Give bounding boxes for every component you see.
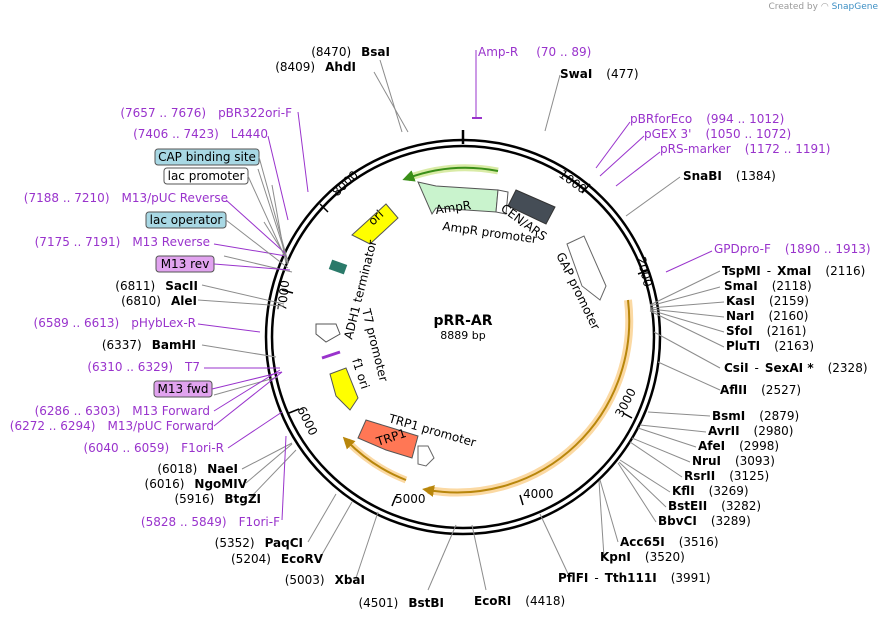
primer-pbr322ori-f: (7657 .. 7676)pBR322ori-F: [120, 106, 292, 120]
site-btgzi: (5916)BtgZI: [174, 492, 261, 506]
primer-m13-forward: (6286 .. 6303)M13 Forward: [35, 404, 210, 418]
orf-arc-trp1-line: [342, 436, 407, 481]
plasmid-name: pRR-AR: [433, 313, 492, 329]
site-kpni: KpnI(3520): [600, 550, 685, 564]
site-paqci: (5352)PaqCI: [215, 536, 303, 550]
site-sacii: (6811)SacII: [115, 279, 198, 293]
site-bstbi: (4501)BstBI: [358, 596, 444, 610]
primer-phyblex-r: (6589 .. 6613)pHybLex-R: [34, 316, 196, 330]
credit-prefix: Created by: [768, 2, 818, 12]
primer-pgex3: pGEX 3'(1050 .. 1072): [644, 127, 791, 141]
svg-text:lac promoter: lac promoter: [168, 169, 245, 183]
site-kfli: KflI(3269): [672, 484, 749, 498]
site-bsai: (8470)BsaI: [311, 45, 390, 59]
boxed-label-lac-operator: lac operator: [145, 211, 227, 229]
site-nari: NarI(2160): [726, 309, 808, 323]
boxed-label-lines: [211, 156, 291, 390]
boxed-label-lac-promoter: lac promoter: [163, 167, 249, 185]
feature-ori: [351, 203, 399, 245]
site-bamhi: (6337)BamHI: [102, 338, 196, 352]
tick-label-2000: 2000: [634, 255, 655, 288]
feature-f1-ori: [329, 367, 359, 411]
site-smai: SmaI(2118): [724, 279, 812, 293]
credit-brand: SnapGene: [831, 2, 878, 12]
site-aflii: AflII(2527): [720, 383, 801, 397]
boxed-label-m13-rev: M13 rev: [155, 255, 215, 273]
feature-ampr-promoter: [495, 189, 509, 215]
feature-gap-promoter: [566, 235, 607, 301]
backbone-inner: [270, 144, 656, 530]
orf-arc-ampr-line: [402, 166, 499, 182]
site-bsteii: BstEII(3282): [668, 499, 761, 513]
primer-labels-right: Amp-R(70 .. 89) pBRforEco(994 .. 1012) p…: [478, 45, 871, 256]
site-bsmi: BsmI(2879): [712, 409, 799, 423]
leader-lines: [197, 59, 725, 591]
feature-t7-mark: [321, 350, 341, 360]
site-pflfi-tth111i: PflFI-Tth111I(3991): [558, 571, 711, 585]
site-labels-left: (8470)BsaI (8409)AhdI (4501)BstBI (5003)…: [102, 45, 444, 610]
site-afei: AfeI(2998): [698, 439, 779, 453]
site-ahdi: (8409)AhdI: [275, 60, 356, 74]
svg-text:CAP binding site: CAP binding site: [158, 150, 256, 164]
tick-label-4000: 4000: [523, 487, 554, 501]
site-nrui: NruI(3093): [692, 454, 775, 468]
snapgene-logo-icon: ◠: [820, 2, 829, 12]
plasmid-length: 8889 bp: [440, 329, 485, 342]
feature-label-ampr: AmpR: [434, 198, 471, 217]
site-naei: (6018)NaeI: [157, 462, 238, 476]
svg-text:M13 fwd: M13 fwd: [158, 382, 209, 396]
primer-m13-puc-reverse: (7188 .. 7210)M13/pUC Reverse: [24, 191, 228, 205]
primer-gpdpro-f: GPDpro-F(1890 .. 1913): [714, 242, 871, 256]
primer-lines: [197, 50, 713, 521]
site-avrii: AvrII(2980): [708, 424, 793, 438]
site-rsrii: RsrII(3125): [684, 469, 769, 483]
primer-t7: (6310 .. 6329)T7: [87, 360, 200, 374]
orf-arc-large-line: [422, 299, 631, 497]
primer-labels-left: (7657 .. 7676)pBR322ori-F (7406 .. 7423)…: [10, 106, 292, 529]
primer-m13-reverse: (7175 .. 7191)M13 Reverse: [35, 235, 210, 249]
site-pluti: PluTI(2163): [726, 339, 814, 353]
site-kasi: KasI(2159): [726, 294, 809, 308]
site-swai: SwaI(477): [560, 67, 639, 81]
boxed-label-cap-binding-site: CAP binding site: [154, 148, 260, 166]
site-alei: (6810)AleI: [121, 294, 197, 308]
site-bbvci: BbvCI(3289): [658, 514, 751, 528]
primer-amp-r: Amp-R(70 .. 89): [478, 45, 591, 59]
svg-text:lac operator: lac operator: [150, 213, 223, 227]
tick-label-5000: 5000: [395, 492, 426, 506]
feature-cen-ars: [507, 189, 556, 225]
primer-prs-marker: pRS-marker(1172 .. 1191): [660, 142, 830, 156]
primer-l4440: (7406 .. 7423)L4440: [133, 127, 268, 141]
tick-label-1000: 1000: [556, 167, 589, 196]
feature-lac-cluster: [328, 259, 348, 275]
site-csii-sexai: CsiI-SexAI *(2328): [724, 361, 868, 375]
site-ngomiv: (6016)NgoMIV: [145, 477, 248, 491]
site-labels-right: SwaI(477) SnaBI(1384) TspMI-XmaI(2116) S…: [474, 67, 868, 608]
feature-trp1-promoter: [417, 445, 435, 467]
primer-pbrforeco: pBRforEco(994 .. 1012): [630, 112, 784, 126]
primer-m13-puc-forward: (6272 .. 6294)M13/pUC Forward: [10, 419, 214, 433]
site-sfoi: SfoI(2161): [726, 324, 806, 338]
svg-text:M13 rev: M13 rev: [161, 257, 210, 271]
site-ecorv: (5204)EcoRV: [231, 552, 324, 566]
site-tspmi-xmai: TspMI-XmaI(2116): [722, 264, 865, 278]
primer-f1ori-r: (6040 .. 6059)F1ori-R: [83, 441, 224, 455]
feature-trp1: [357, 419, 419, 459]
site-acc65i: Acc65I(3516): [620, 535, 719, 549]
tick-group: [281, 183, 650, 507]
site-snabi: SnaBI(1384): [683, 169, 776, 183]
site-xbai: (5003)XbaI: [285, 573, 365, 587]
snapgene-credit: Created by ◠ SnapGene: [768, 2, 878, 12]
tick-label-7000: 7000: [275, 279, 292, 311]
feature-adh1-terminator: [315, 323, 341, 343]
primer-f1ori-f: (5828 .. 5849)F1ori-F: [141, 515, 280, 529]
boxed-label-m13-fwd: M13 fwd: [153, 380, 213, 398]
site-ecori: EcoRI(4418): [474, 594, 565, 608]
